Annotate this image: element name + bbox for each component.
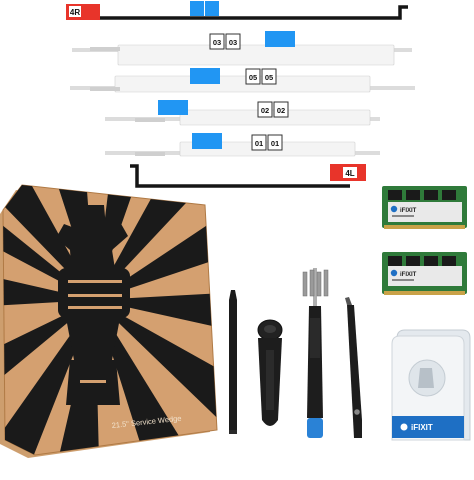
tweezers-tool: [345, 297, 362, 438]
adhesive-tab: [205, 1, 219, 16]
adhesive-strip-01: 01 01: [105, 133, 380, 157]
driver-bits: [302, 269, 329, 297]
adhesive-tab: [190, 1, 204, 16]
strip-tag-label: 03: [229, 38, 237, 47]
strip-white-body: [117, 44, 395, 66]
ram-brand: iFIXIT: [400, 272, 417, 278]
service-wedge: 21.5" Service Wedge: [0, 184, 218, 458]
strip-white-body: [114, 75, 371, 93]
strip-tag-label: 02: [277, 106, 285, 115]
ifixit-logo-icon: [390, 269, 398, 277]
strip-black-line: [130, 164, 350, 188]
strip-print-label: [90, 87, 120, 91]
ram-module: iFIXIT: [382, 252, 467, 295]
screwdriver-cap: [307, 418, 323, 438]
pick-brand: iFIXIT: [411, 423, 433, 432]
adhesive-strip-05: 05 05: [70, 68, 415, 93]
adhesive-tab: [192, 133, 222, 149]
strip-tag-label: 02: [261, 106, 269, 115]
strip-tag-label: 05: [249, 73, 257, 82]
spudger-tool: [229, 290, 237, 434]
ifixit-logo-icon: [390, 205, 398, 213]
ram-module: iFIXIT: [382, 186, 467, 229]
strip-tag-label: 05: [265, 73, 273, 82]
strip-tag-label: 4L: [345, 169, 354, 178]
adhesive-strip-02: 02 02: [105, 100, 380, 126]
adhesive-tab: [265, 31, 295, 47]
opening-tool: [257, 319, 283, 426]
ifixit-logo-icon: [354, 409, 360, 415]
adhesive-tab: [158, 100, 188, 115]
pick-brand-strip: [392, 416, 464, 438]
adhesive-tab: [190, 68, 220, 84]
strip-black-line: [70, 5, 408, 20]
ram-brand: iFIXIT: [400, 208, 417, 214]
strip-tag-label: 01: [271, 139, 279, 148]
opening-picks: iFIXIT: [391, 329, 471, 441]
strip-tag-label: 03: [213, 38, 221, 47]
strip-tag-box: [69, 6, 81, 17]
strip-print-label: [135, 118, 165, 122]
strip-tag-label: 4R: [70, 8, 80, 17]
screwdriver-shaft: [313, 268, 317, 308]
strip-print-label: [90, 47, 120, 51]
adhesive-strip-4l: 4L: [130, 164, 366, 188]
strip-tag-box: [343, 167, 357, 178]
ram-gold-contacts: [384, 291, 465, 295]
strip-print-label: [135, 152, 165, 156]
adhesive-strip-4r: 4R: [66, 1, 408, 20]
adhesive-strip-03: 03 03: [72, 31, 412, 66]
ifixit-logo-icon: [400, 423, 408, 431]
fist-icon: [418, 368, 434, 388]
strip-tag-label: 01: [255, 139, 263, 148]
screwdriver-tool: [307, 268, 323, 438]
ram-gold-contacts: [384, 225, 465, 229]
